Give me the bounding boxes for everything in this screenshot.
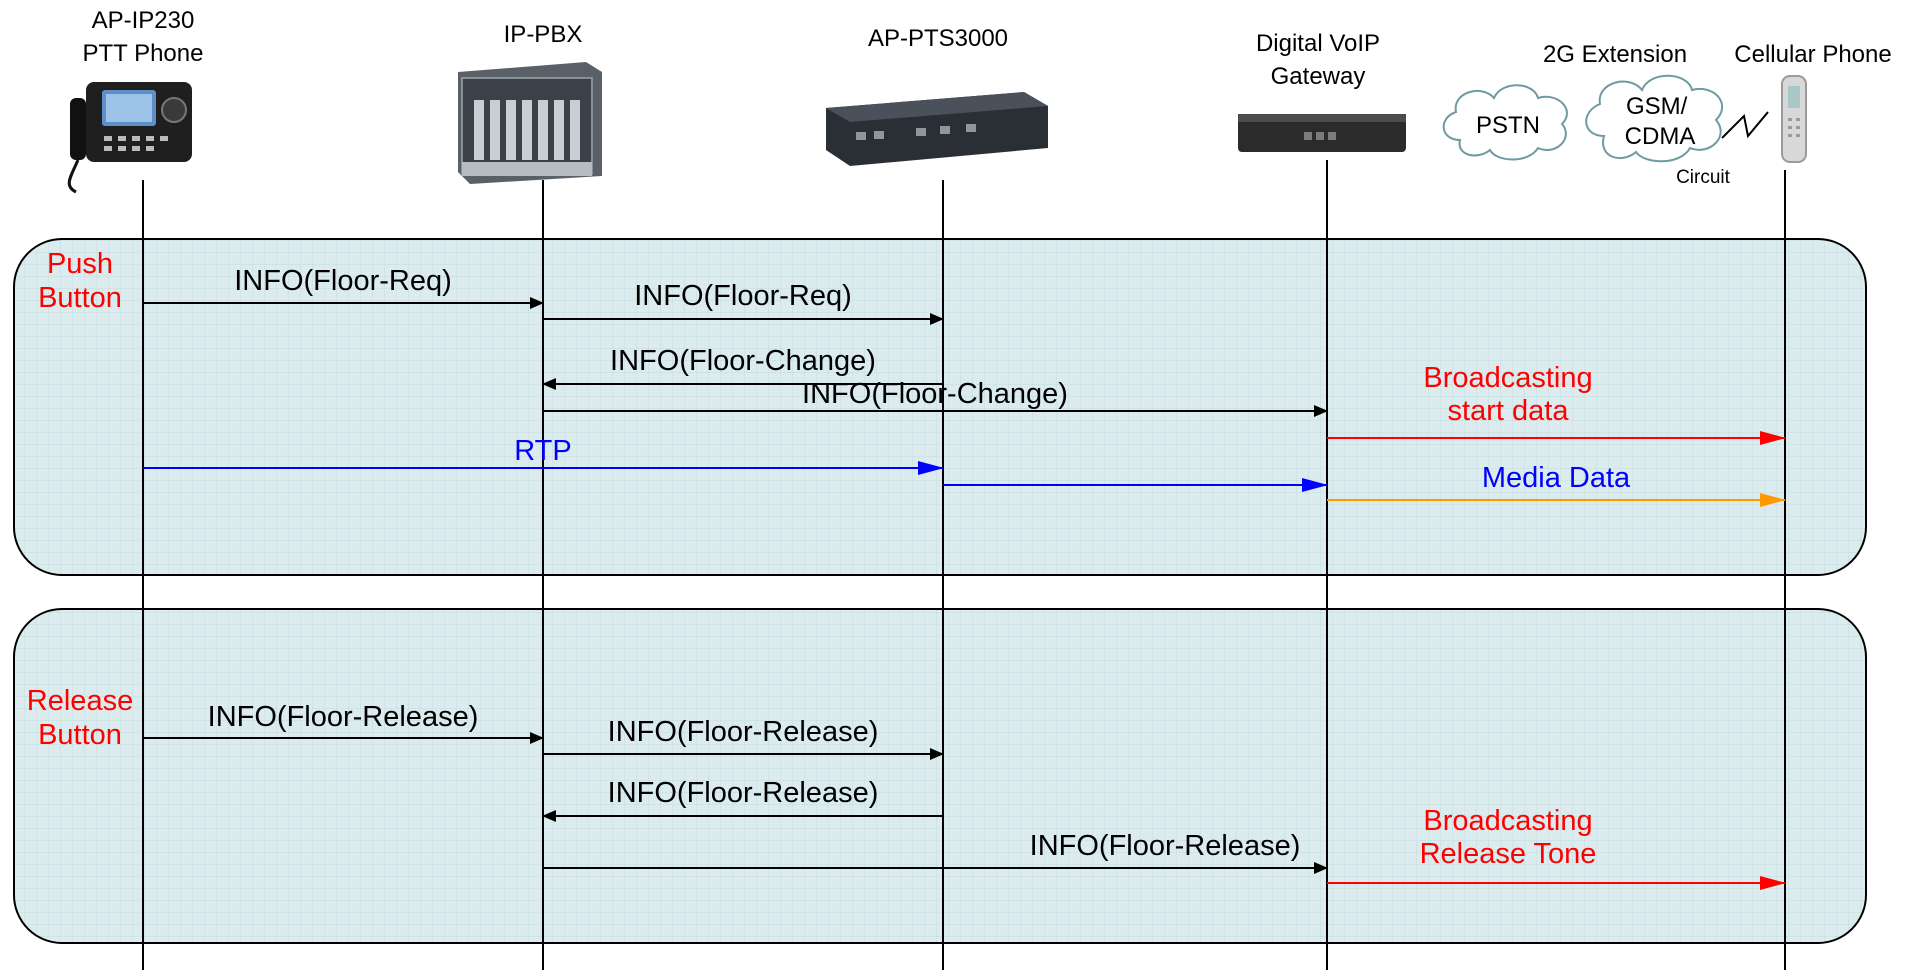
section-label-release-line1: Release [27, 685, 133, 717]
device-labels: AP-IP230 PTT Phone IP-PBX AP-PTS3000 Dig… [83, 7, 1892, 90]
message-label: INFO(Floor-Req) [634, 280, 852, 312]
device-label-cell: Cellular Phone [1734, 41, 1891, 68]
cloud-label-gsm-cdma: GSM/ CDMA [1625, 93, 1696, 150]
section-label-push-line1: Push [47, 248, 113, 280]
message-label: RTP [514, 435, 571, 467]
device-label-pbx: IP-PBX [504, 21, 583, 48]
side-labels: Push Button Release Button [27, 248, 133, 751]
message-label: Media Data [1482, 462, 1631, 494]
gsm-cdma-cloud-icon [1585, 74, 1723, 163]
gateway-box-icon [1238, 114, 1406, 152]
device-label-ptt-line1: AP-IP230 [92, 7, 195, 34]
message-label: INFO(Floor-Release) [1030, 830, 1301, 862]
message-label: INFO(Floor-Release) [208, 701, 479, 733]
circuit-label: Circuit [1676, 167, 1731, 188]
messages-layer: INFO(Floor-Req) INFO(Floor-Req) INFO(Floor… [143, 265, 1786, 890]
cloud-label-pstn: PSTN [1476, 112, 1540, 139]
section-label-push-line2: Button [38, 282, 122, 314]
section-panel-push [13, 238, 1867, 576]
extension-title: 2G Extension [1543, 41, 1687, 68]
radio-link-icon [1721, 111, 1769, 139]
section-panel-release [13, 608, 1867, 944]
message-label: INFO(Floor-Release) [608, 716, 879, 748]
device-label-gw-line1: Digital VoIP [1256, 30, 1380, 57]
device-label-ptt-line2: PTT Phone [83, 40, 204, 67]
message-label: INFO(Floor-Req) [234, 265, 452, 297]
device-label-gw-line2: Gateway [1271, 63, 1366, 90]
section-label-release-line2: Button [38, 719, 122, 751]
pstn-cloud-icon [1442, 84, 1568, 161]
device-label-pts: AP-PTS3000 [868, 25, 1008, 52]
lifelines [142, 160, 1786, 970]
mobile-phone-icon [1781, 75, 1807, 163]
message-label: INFO(Floor-Change) [802, 378, 1068, 410]
message-label: INFO(Floor-Change) [610, 345, 876, 377]
desk-phone-icon [67, 82, 192, 194]
message-label: INFO(Floor-Release) [608, 777, 879, 809]
rack-server-icon [826, 92, 1048, 166]
server-chassis-icon [458, 62, 602, 184]
